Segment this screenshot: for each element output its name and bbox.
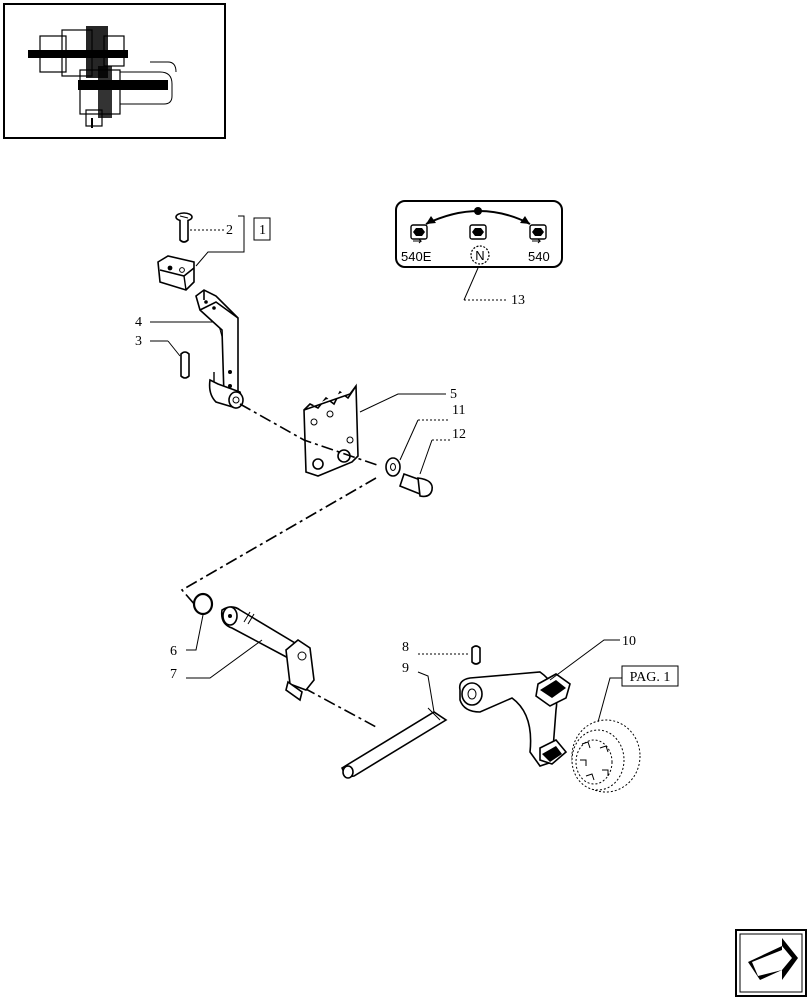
- assembly-thumbnail-icon: [28, 26, 177, 128]
- next-page-arrow-icon[interactable]: [735, 929, 807, 997]
- shift-fork-part: [458, 671, 571, 767]
- axis-line-plate-shaft: [180, 477, 377, 607]
- panel-label-neutral: N: [475, 248, 484, 263]
- position-540e-icon: [410, 224, 428, 244]
- callout-7: 7: [170, 667, 177, 682]
- callout-8: 8: [402, 640, 409, 655]
- position-neutral-icon: [469, 224, 487, 240]
- panel-label-540: 540: [528, 249, 550, 264]
- callout-4: 4: [135, 315, 142, 330]
- o-ring-part: [192, 592, 214, 616]
- shift-lever-part: [195, 289, 244, 409]
- fork-rod-part: [341, 707, 448, 779]
- callout-13: 13: [511, 293, 525, 308]
- callout-11: 11: [452, 403, 465, 418]
- detent-block-part: [157, 255, 195, 291]
- assembly-thumbnail: [3, 3, 226, 139]
- callout-5: 5: [450, 387, 457, 402]
- position-540-icon: [529, 224, 547, 244]
- callout-9: 9: [402, 661, 409, 676]
- page-reference-label: PAG. 1: [630, 670, 671, 685]
- sliding-sleeve-part: [571, 719, 641, 793]
- roll-pin-part: [180, 351, 190, 379]
- axis-line-shaft-rod: [303, 687, 379, 729]
- bolt-part: [399, 472, 434, 498]
- callout-12: 12: [452, 427, 466, 442]
- selector-shaft-part: [220, 606, 315, 702]
- callout-2: 2: [226, 223, 233, 238]
- callout-6: 6: [170, 644, 177, 659]
- axis-line-lever-plate: [239, 403, 381, 467]
- panel-label-540e: 540E: [401, 249, 432, 264]
- callout-10: 10: [622, 634, 636, 649]
- callout-1: 1: [259, 223, 266, 238]
- callout-3: 3: [135, 334, 142, 349]
- speed-selector-panel: 540E N 540: [395, 200, 563, 268]
- screw-part: [175, 212, 193, 243]
- spring-pin-part: [471, 645, 481, 665]
- bracket-plate-part: [303, 383, 359, 477]
- washer-part: [385, 457, 401, 477]
